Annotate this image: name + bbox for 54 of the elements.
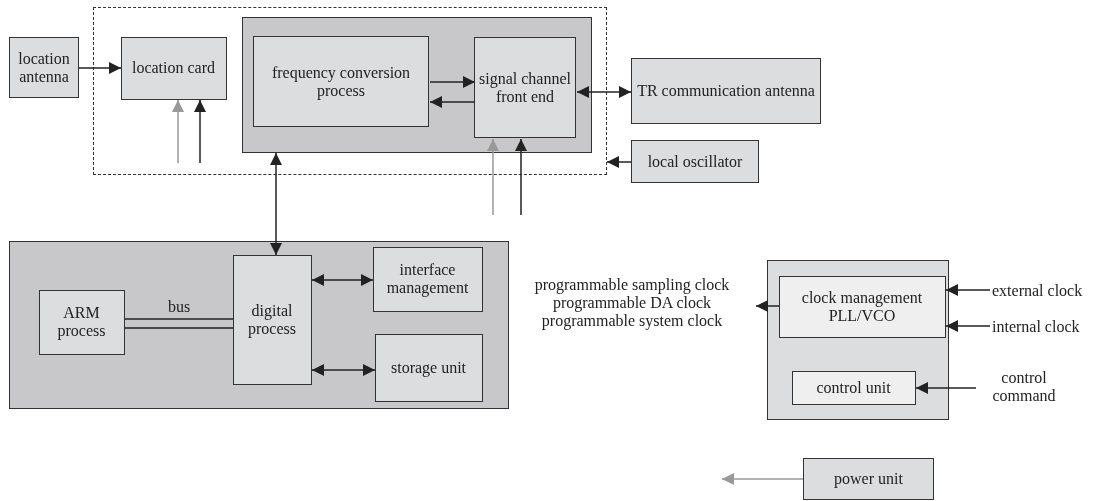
- arrow: [194, 99, 206, 164]
- arrow: [945, 284, 991, 296]
- box-label: clock management PLL/VCO: [800, 288, 924, 325]
- arrow: [429, 76, 476, 88]
- box-label: TR communication antenna: [636, 82, 816, 100]
- signal-label: external clock: [991, 282, 1084, 300]
- arrow: [576, 86, 632, 98]
- arrow: [270, 152, 282, 256]
- connector-line: [124, 318, 234, 329]
- signal-label: programmable sampling clock: [533, 276, 731, 295]
- process-box: [778, 275, 946, 338]
- box-label: storage unit: [389, 358, 468, 377]
- module-panel: [241, 16, 592, 153]
- process-box: [120, 36, 227, 100]
- box-label: location antenna: [17, 49, 71, 86]
- arrow: [606, 156, 632, 168]
- arrow: [78, 62, 122, 74]
- signal-label: programmable DA clock: [551, 294, 713, 312]
- process-box: [791, 370, 916, 405]
- arrow: [945, 320, 991, 332]
- process-box: [38, 289, 125, 355]
- signal-label: control command: [991, 369, 1057, 405]
- arrow: [172, 99, 184, 164]
- arrow: [755, 300, 780, 312]
- signal-label: internal clock: [991, 318, 1081, 336]
- box-label: control unit: [815, 378, 892, 397]
- arrow: [721, 473, 804, 485]
- box-label: location card: [130, 59, 217, 77]
- box-label: digital process: [247, 301, 297, 338]
- process-box: [232, 254, 312, 385]
- process-box: [9, 37, 79, 98]
- process-box: [374, 333, 483, 402]
- process-box: [803, 458, 934, 500]
- box-label: frequency conversion process: [270, 63, 412, 100]
- box-label: local oscillator: [646, 152, 744, 171]
- arrow: [311, 364, 376, 376]
- arrow: [915, 382, 977, 394]
- process-box: [631, 140, 759, 183]
- box-label: interface management: [385, 261, 470, 297]
- arrow: [429, 96, 476, 108]
- arrow: [515, 138, 527, 216]
- module-panel: [767, 260, 949, 420]
- process-box: [253, 36, 429, 127]
- signal-label: programmable system clock: [540, 311, 724, 330]
- module-panel: [9, 241, 509, 409]
- box-label: signal channel front end: [478, 69, 572, 106]
- arrow: [311, 274, 374, 286]
- arrow: [487, 138, 499, 216]
- box-label: ARM process: [56, 304, 107, 340]
- process-box: [474, 37, 576, 138]
- box-label: power unit: [833, 470, 904, 488]
- process-box: [372, 246, 483, 312]
- dashed-boundary: [93, 7, 607, 175]
- process-box: [631, 58, 821, 124]
